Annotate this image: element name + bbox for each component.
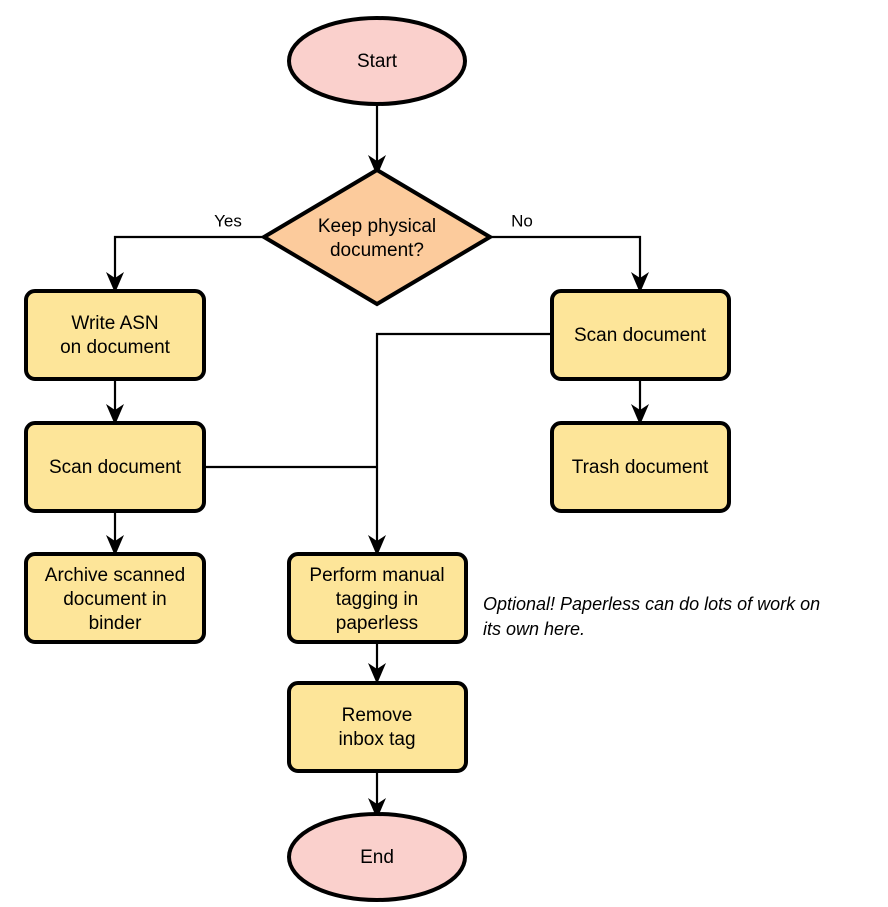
edge-scan-right-to-trash	[631, 379, 649, 425]
node-remove-inbox-tag[interactable]: Remove inbox tag	[287, 681, 468, 773]
node-scan-document-right-label: Scan document	[574, 325, 707, 346]
node-decision-label-line1: Keep physical	[318, 216, 436, 237]
node-write-asn-label-line1: Write ASN	[71, 313, 158, 334]
node-decision-keep-physical-document[interactable]: Keep physical document?	[260, 167, 494, 307]
node-perform-manual-tagging-label-line1: Perform manual	[309, 565, 444, 586]
edge-decision-no-to-scan-right	[490, 235, 649, 293]
node-archive-binder[interactable]: Archive scanned document in binder	[24, 552, 206, 644]
node-end[interactable]: End	[287, 812, 467, 902]
node-archive-binder-label-line1: Archive scanned	[45, 565, 185, 586]
edge-scan-right-to-tagging	[368, 332, 552, 556]
annotation-note-line1: Optional! Paperless can do lots of work …	[483, 594, 820, 614]
node-write-asn-label-line2: on document	[60, 337, 171, 358]
edge-scan-left-to-archive	[106, 511, 124, 556]
node-scan-document-left[interactable]: Scan document	[24, 421, 206, 513]
node-decision-label-line2: document?	[330, 240, 424, 261]
node-trash-document[interactable]: Trash document	[550, 421, 731, 513]
edge-label-yes: Yes	[214, 211, 242, 230]
node-end-label: End	[360, 847, 394, 868]
node-archive-binder-label-line2: document in	[63, 589, 167, 610]
node-trash-document-label: Trash document	[572, 457, 709, 478]
edge-tagging-to-remove-inbox	[368, 643, 386, 684]
node-start-label: Start	[357, 51, 398, 72]
node-scan-document-right[interactable]: Scan document	[550, 289, 731, 381]
node-start[interactable]: Start	[287, 16, 467, 106]
edge-remove-inbox-to-end	[368, 771, 386, 819]
edge-start-to-decision	[368, 104, 386, 176]
edge-label-no: No	[511, 211, 533, 230]
node-perform-manual-tagging-label-line3: paperless	[336, 613, 418, 634]
node-remove-inbox-tag-label-line1: Remove	[342, 705, 413, 726]
node-write-asn[interactable]: Write ASN on document	[24, 289, 206, 381]
annotation-note-line2: its own here.	[483, 619, 585, 639]
node-remove-inbox-tag-label-line2: inbox tag	[338, 729, 415, 750]
node-perform-manual-tagging-label-line2: tagging in	[336, 589, 418, 610]
node-perform-manual-tagging[interactable]: Perform manual tagging in paperless	[287, 552, 468, 644]
annotation-note: Optional! Paperless can do lots of work …	[483, 594, 820, 639]
edge-decision-yes-to-write-asn	[106, 235, 264, 293]
node-archive-binder-label-line3: binder	[89, 613, 142, 634]
node-scan-document-left-label: Scan document	[49, 457, 182, 478]
edge-write-asn-to-scan-left	[106, 379, 124, 425]
